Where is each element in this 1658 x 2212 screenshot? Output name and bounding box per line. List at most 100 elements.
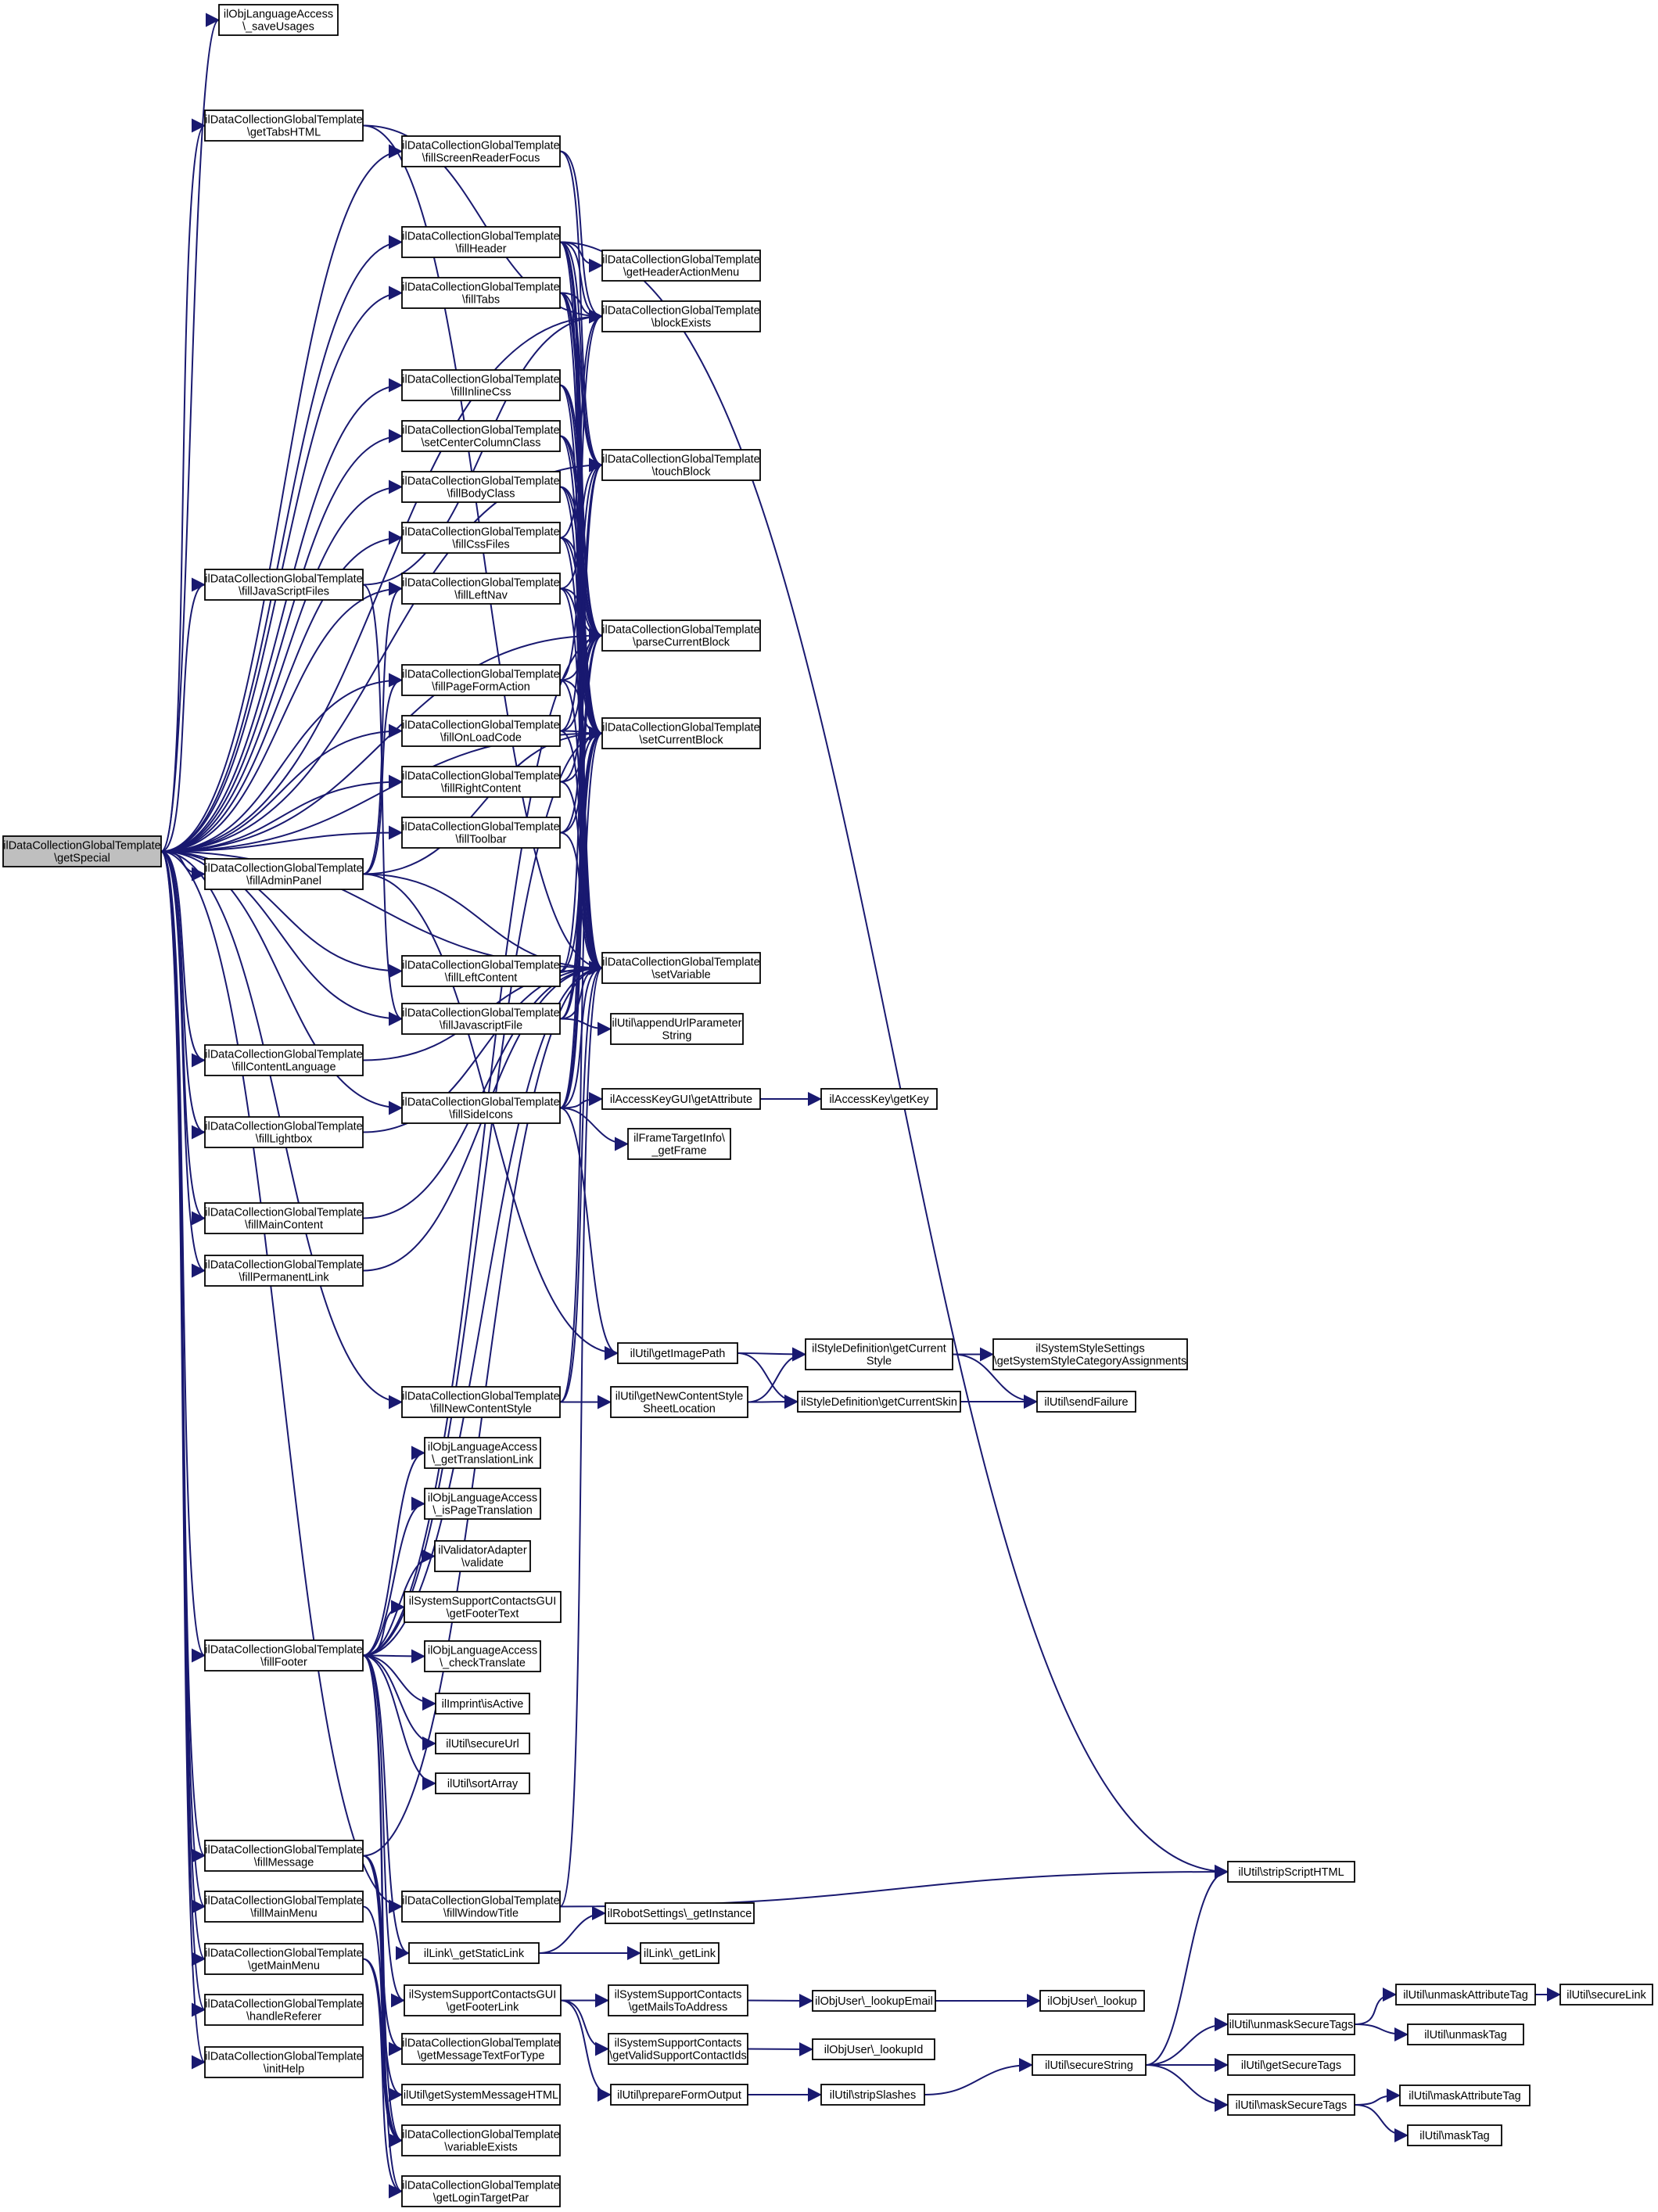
node-fillContentLanguage[interactable]: ilDataCollectionGlobalTemplate\fillConte… [204, 1044, 364, 1076]
node-validate[interactable]: ilValidatorAdapter\validate [434, 1540, 531, 1572]
node-lookupEmail[interactable]: ilObjUser\_lookupEmail [812, 1990, 936, 2012]
node-fillTabs[interactable]: ilDataCollectionGlobalTemplate\fillTabs [401, 277, 561, 309]
node-fillAdminPanel[interactable]: ilDataCollectionGlobalTemplate\fillAdmin… [204, 858, 364, 890]
node-getSystemMessageHTML[interactable]: ilUtil\getSystemMessageHTML [401, 2084, 561, 2106]
node-handleReferer[interactable]: ilDataCollectionGlobalTemplate\handleRef… [204, 1994, 364, 2026]
node-fillFooter[interactable]: ilDataCollectionGlobalTemplate\fillFoote… [204, 1639, 364, 1672]
node-label: ilSystemStyleSettings [1035, 1343, 1144, 1356]
node-getFrame[interactable]: ilFrameTargetInfo\_getFrame [627, 1128, 731, 1160]
node-getCurrentSkin[interactable]: ilStyleDefinition\getCurrentSkin [797, 1391, 961, 1413]
node-maskTag[interactable]: ilUtil\maskTag [1407, 2124, 1502, 2146]
node-fillLeftContent[interactable]: ilDataCollectionGlobalTemplate\fillLeftC… [401, 955, 561, 987]
node-label: ilLink\_getLink [644, 1948, 716, 1960]
node-fillNewContentStyle[interactable]: ilDataCollectionGlobalTemplate\fillNewCo… [401, 1386, 561, 1418]
node-secureUrl[interactable]: ilUtil\secureUrl [435, 1733, 530, 1754]
node-getMailsToAddress[interactable]: ilSystemSupportContacts\getMailsToAddres… [608, 1984, 748, 2016]
node-fillPageFormAction[interactable]: ilDataCollectionGlobalTemplate\fillPageF… [401, 664, 561, 696]
node-root[interactable]: ilDataCollectionGlobalTemplate\getSpecia… [2, 835, 162, 867]
node-label: \getTabsHTML [247, 127, 321, 139]
node-unmaskSecureTags[interactable]: ilUtil\unmaskSecureTags [1227, 2013, 1355, 2035]
node-stripScriptHTML[interactable]: ilUtil\stripScriptHTML [1227, 1861, 1355, 1883]
node-getValidSupportContactIds[interactable]: ilSystemSupportContacts\getValidSupportC… [608, 2033, 748, 2065]
node-label: ilUtil\secureUrl [446, 1738, 519, 1751]
node-getSystemStyleCategoryAssignments[interactable]: ilSystemStyleSettings\getSystemStyleCate… [992, 1338, 1188, 1370]
node-secureLink[interactable]: ilUtil\secureLink [1559, 1984, 1653, 2006]
node-lookupId[interactable]: ilObjUser\_lookupId [812, 2038, 935, 2060]
node-getAttribute[interactable]: ilAccessKeyGUI\getAttribute [601, 1088, 761, 1110]
node-stripSlashes[interactable]: ilUtil\stripSlashes [820, 2084, 925, 2106]
node-label: ilDataCollectionGlobalTemplate [402, 140, 560, 153]
node-label: ilDataCollectionGlobalTemplate [402, 1007, 560, 1020]
node-getTranslationLink[interactable]: ilObjLanguageAccess\_getTranslationLink [424, 1437, 541, 1469]
node-label: ilObjUser\_lookupId [824, 2044, 924, 2056]
node-fillHeader[interactable]: ilDataCollectionGlobalTemplate\fillHeade… [401, 226, 561, 258]
node-fillMessage[interactable]: ilDataCollectionGlobalTemplate\fillMessa… [204, 1840, 364, 1872]
node-checkTranslate[interactable]: ilObjLanguageAccess\_checkTranslate [424, 1640, 541, 1672]
edge-setCenterColumnClass-to-parseCurrentBlock [559, 435, 603, 643]
node-initHelp[interactable]: ilDataCollectionGlobalTemplate\initHelp [204, 2046, 364, 2078]
node-label: ilSystemSupportContacts [615, 2038, 742, 2050]
node-box [601, 619, 761, 652]
node-sendFailure[interactable]: ilUtil\sendFailure [1036, 1391, 1136, 1413]
node-getMessageTextForType[interactable]: ilDataCollectionGlobalTemplate\getMessag… [401, 2033, 561, 2065]
node-robotGetInstance[interactable]: ilRobotSettings\_getInstance [605, 1902, 755, 1924]
node-getStaticLink[interactable]: ilLink\_getStaticLink [408, 1942, 540, 1964]
node-fillCssFiles[interactable]: ilDataCollectionGlobalTemplate\fillCssFi… [401, 522, 561, 554]
node-fillLeftNav[interactable]: ilDataCollectionGlobalTemplate\fillLeftN… [401, 573, 561, 605]
node-isPageTranslation[interactable]: ilObjLanguageAccess\_isPageTranslation [424, 1488, 541, 1520]
node-label: ilUtil\appendUrlParameter [612, 1018, 741, 1030]
node-getHeaderActionMenu[interactable]: ilDataCollectionGlobalTemplate\getHeader… [601, 250, 761, 282]
node-box [608, 1984, 748, 2016]
node-getTabsHTML[interactable]: ilDataCollectionGlobalTemplate\getTabsHT… [204, 110, 364, 142]
node-getLink[interactable]: ilLink\_getLink [640, 1942, 720, 1964]
node-getLoginTargetPar[interactable]: ilDataCollectionGlobalTemplate\getLoginT… [401, 2175, 561, 2207]
node-fillLightbox[interactable]: ilDataCollectionGlobalTemplate\fillLight… [204, 1116, 364, 1148]
node-getSecureTags[interactable]: ilUtil\getSecureTags [1227, 2054, 1355, 2076]
edge-fillTabs-to-parseCurrentBlock [559, 292, 603, 643]
node-box [204, 1202, 364, 1234]
node-unmaskAttributeTag[interactable]: ilUtil\unmaskAttributeTag [1395, 1984, 1536, 2006]
node-setCenterColumnClass[interactable]: ilDataCollectionGlobalTemplate\setCenter… [401, 420, 561, 452]
node-unmaskTag[interactable]: ilUtil\unmaskTag [1407, 2023, 1524, 2045]
node-fillJavaScriptFiles[interactable]: ilDataCollectionGlobalTemplate\fillJavaS… [204, 569, 364, 601]
node-secureString[interactable]: ilUtil\secureString [1032, 2054, 1147, 2076]
node-isActive[interactable]: ilImprint\isActive [435, 1693, 530, 1715]
edge-root-to-fillLightbox [160, 850, 206, 1140]
node-maskSecureTags[interactable]: ilUtil\maskSecureTags [1227, 2094, 1355, 2116]
node-fillPermanentLink[interactable]: ilDataCollectionGlobalTemplate\fillPerma… [204, 1255, 364, 1287]
node-label: \getMailsToAddress [629, 2002, 728, 2014]
node-box [204, 569, 364, 601]
node-getFooterLink[interactable]: ilSystemSupportContactsGUI\getFooterLink [404, 1984, 562, 2016]
node-saveUsages[interactable]: ilObjLanguageAccess\_saveUsages [218, 4, 339, 36]
node-fillToolbar[interactable]: ilDataCollectionGlobalTemplate\fillToolb… [401, 817, 561, 849]
node-fillMainContent[interactable]: ilDataCollectionGlobalTemplate\fillMainC… [204, 1202, 364, 1234]
node-fillScreenReaderFocus[interactable]: ilDataCollectionGlobalTemplate\fillScree… [401, 135, 561, 167]
node-parseCurrentBlock[interactable]: ilDataCollectionGlobalTemplate\parseCurr… [601, 619, 761, 652]
node-fillJavascriptFile[interactable]: ilDataCollectionGlobalTemplate\fillJavas… [401, 1003, 561, 1035]
node-fillInlineCss[interactable]: ilDataCollectionGlobalTemplate\fillInlin… [401, 369, 561, 401]
node-fillMainMenu[interactable]: ilDataCollectionGlobalTemplate\fillMainM… [204, 1891, 364, 1923]
node-label: ilValidatorAdapter [438, 1545, 527, 1557]
node-getFooterText[interactable]: ilSystemSupportContactsGUI\getFooterText [404, 1591, 562, 1623]
node-getMainMenu[interactable]: ilDataCollectionGlobalTemplate\getMainMe… [204, 1943, 364, 1975]
node-fillOnLoadCode[interactable]: ilDataCollectionGlobalTemplate\fillOnLoa… [401, 715, 561, 747]
node-setCurrentBlock[interactable]: ilDataCollectionGlobalTemplate\setCurren… [601, 717, 761, 749]
node-label: \fillLightbox [256, 1133, 313, 1146]
node-variableExists[interactable]: ilDataCollectionGlobalTemplate\variableE… [401, 2124, 561, 2156]
node-getKey[interactable]: ilAccessKey\getKey [820, 1088, 938, 1110]
node-lookup[interactable]: ilObjUser\_lookup [1039, 1990, 1145, 2012]
node-getImagePath[interactable]: ilUtil\getImagePath [617, 1342, 738, 1364]
node-setVariable[interactable]: ilDataCollectionGlobalTemplate\setVariab… [601, 952, 761, 984]
node-fillBodyClass[interactable]: ilDataCollectionGlobalTemplate\fillBodyC… [401, 471, 561, 503]
node-blockExists[interactable]: ilDataCollectionGlobalTemplate\blockExis… [601, 300, 761, 332]
node-sortArray[interactable]: ilUtil\sortArray [435, 1772, 530, 1794]
node-fillRightContent[interactable]: ilDataCollectionGlobalTemplate\fillRight… [401, 766, 561, 798]
node-fillSideIcons[interactable]: ilDataCollectionGlobalTemplate\fillSideI… [401, 1092, 561, 1124]
node-touchBlock[interactable]: ilDataCollectionGlobalTemplate\touchBloc… [601, 449, 761, 481]
node-maskAttributeTag[interactable]: ilUtil\maskAttributeTag [1399, 2085, 1531, 2106]
node-prepareFormOutput[interactable]: ilUtil\prepareFormOutput [610, 2084, 748, 2106]
node-fillWindowTitle[interactable]: ilDataCollectionGlobalTemplate\fillWindo… [401, 1891, 561, 1923]
